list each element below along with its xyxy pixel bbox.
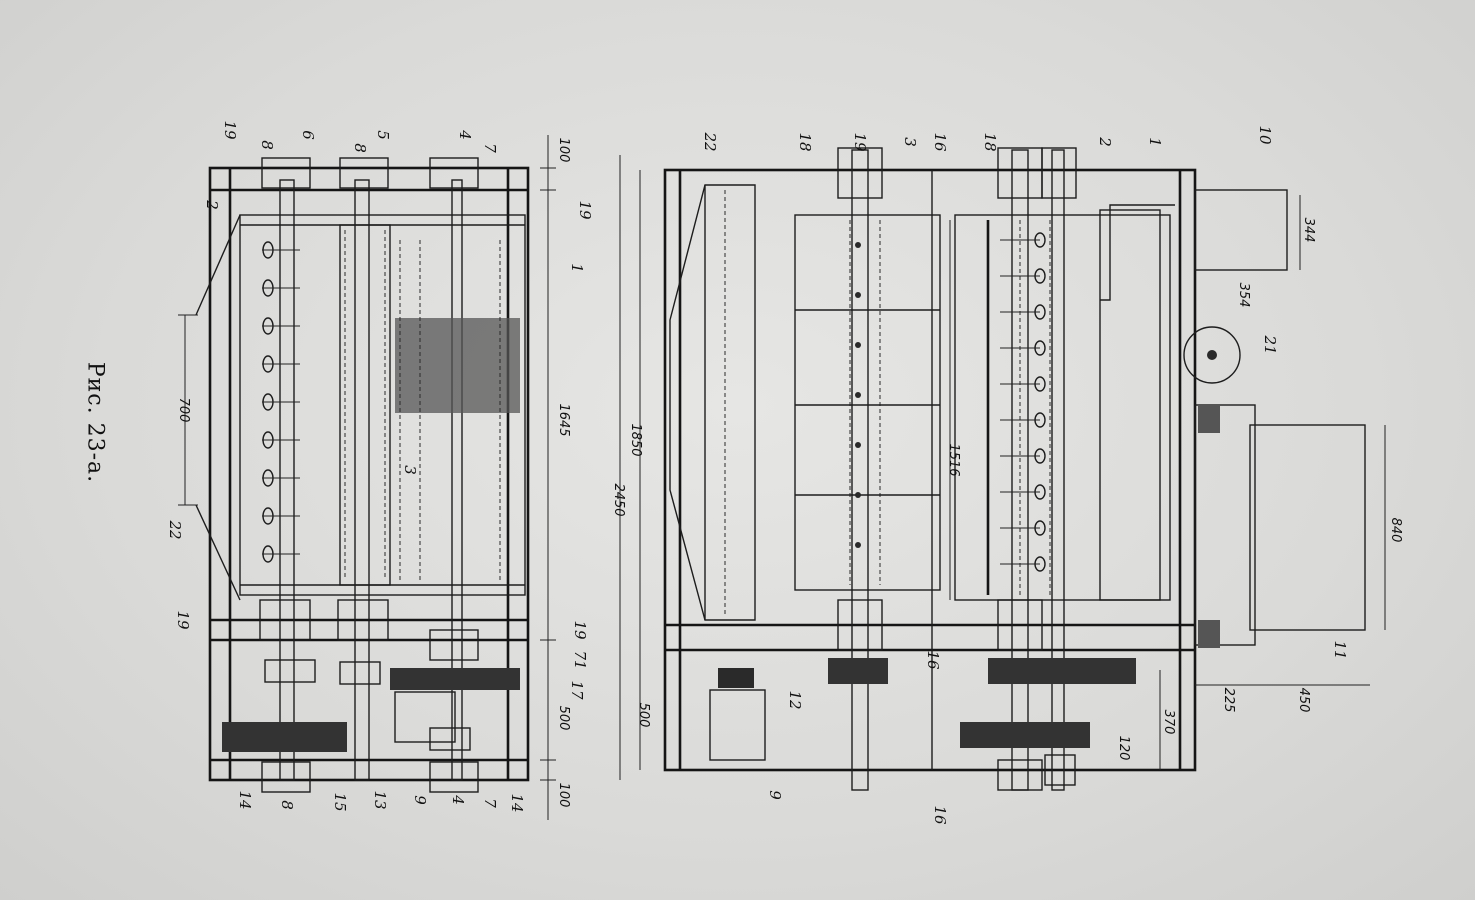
part-label: 71 bbox=[571, 650, 589, 669]
dimension-label: 100 bbox=[556, 138, 571, 163]
left-view bbox=[178, 135, 556, 820]
dimension-label: 344 bbox=[1301, 218, 1316, 243]
part-label: 3 bbox=[401, 465, 419, 475]
dimension-label: 1850 bbox=[628, 423, 643, 456]
part-label: 16 bbox=[931, 805, 949, 825]
part-label: 22 bbox=[701, 131, 719, 151]
dimension-label: 1516 bbox=[946, 443, 961, 476]
nozzles-left bbox=[262, 241, 300, 563]
nozzle-icon bbox=[855, 542, 861, 548]
part-label: 9 bbox=[411, 795, 429, 805]
part-label: 8 bbox=[278, 800, 296, 810]
part-label: 10 bbox=[1256, 125, 1274, 145]
part-label: 12 bbox=[786, 690, 804, 709]
nozzle-icon bbox=[855, 342, 861, 348]
part-label: 21 bbox=[1261, 334, 1279, 354]
part-label: 5 bbox=[374, 130, 392, 140]
dimension-label: 700 bbox=[176, 398, 191, 423]
nozzle-icon bbox=[855, 442, 861, 448]
part-label: 15 bbox=[331, 792, 349, 811]
part-label: 6 bbox=[299, 130, 317, 140]
comb-teeth bbox=[339, 224, 391, 586]
dimension-label: 100 bbox=[556, 783, 571, 808]
part-label: 19 bbox=[221, 120, 239, 140]
part-label: 7 bbox=[481, 798, 499, 808]
part-label: 8 bbox=[351, 143, 369, 153]
part-label: 16 bbox=[931, 132, 949, 152]
part-label: 19 bbox=[851, 132, 869, 152]
dimension-label: 2450 bbox=[611, 483, 626, 516]
part-label: 19 bbox=[576, 200, 594, 220]
part-label: 1 bbox=[568, 263, 586, 273]
nozzle-icon bbox=[855, 292, 861, 298]
dimension-label: 120 bbox=[1116, 736, 1131, 761]
part-label: 18 bbox=[981, 132, 999, 151]
part-label: 2 bbox=[203, 199, 221, 210]
nozzle-icon bbox=[855, 492, 861, 498]
part-label: 3 bbox=[901, 137, 919, 147]
part-label: 7 bbox=[481, 143, 499, 153]
part-label: 17 bbox=[568, 680, 586, 700]
dimension-label: 450 bbox=[1296, 688, 1311, 713]
dimension-label: 370 bbox=[1161, 710, 1176, 735]
part-label: 4 bbox=[449, 794, 467, 805]
dimension-label: 1645 bbox=[556, 403, 571, 436]
part-label: 22 bbox=[166, 519, 184, 539]
dimension-label: 354 bbox=[1236, 283, 1251, 308]
nozzles-right bbox=[855, 232, 1046, 572]
part-label: 14 bbox=[236, 790, 254, 809]
right-view bbox=[619, 147, 1386, 791]
dimension-label: 840 bbox=[1388, 518, 1403, 543]
part-label: 9 bbox=[766, 790, 784, 800]
nozzle-icon bbox=[855, 242, 861, 248]
part-label: 13 bbox=[371, 790, 389, 809]
part-label: 19 bbox=[174, 610, 192, 630]
part-label: 8 bbox=[258, 140, 276, 150]
part-label: 19 bbox=[571, 620, 589, 640]
part-label: 16 bbox=[924, 650, 942, 670]
part-label: 1 bbox=[1146, 137, 1164, 147]
part-label: 4 bbox=[456, 129, 474, 140]
dimension-label: 225 bbox=[1221, 688, 1236, 713]
figure-caption: Рис. 23-а. bbox=[82, 361, 108, 484]
part-label: 14 bbox=[508, 793, 526, 812]
dimension-label: 500 bbox=[636, 703, 651, 728]
nozzle-icon bbox=[855, 392, 861, 398]
part-label: 2 bbox=[1096, 136, 1114, 147]
part-label: 11 bbox=[1331, 640, 1349, 659]
dimension-label: 500 bbox=[556, 706, 571, 731]
part-label: 18 bbox=[796, 132, 814, 151]
